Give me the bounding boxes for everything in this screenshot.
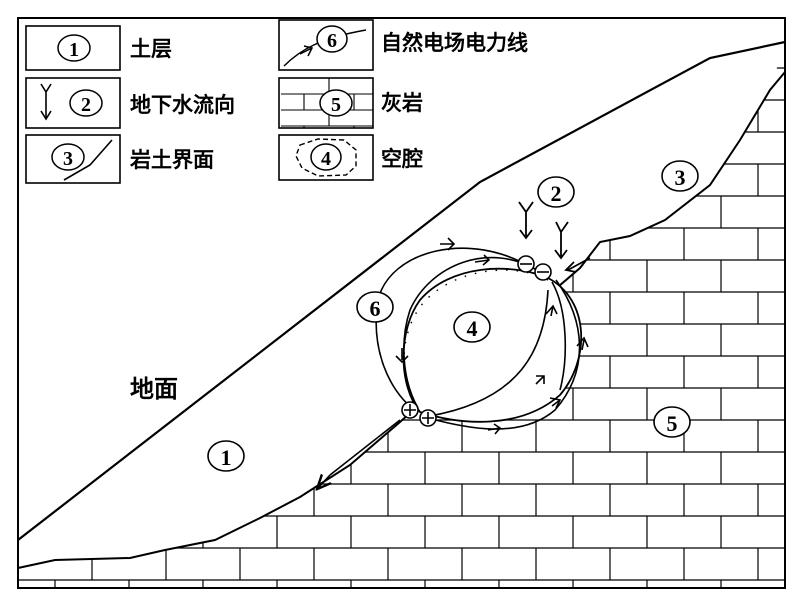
arrow-right-lower [549,397,562,409]
svg-text:6: 6 [370,296,381,321]
water-arrow-right [554,221,569,260]
svg-text:5: 5 [331,94,341,116]
diagram-frame [17,17,786,589]
legend-marker-interface [51,143,85,171]
water-flow-arrowhead [564,261,577,273]
water-flow-to-cavity [567,257,591,271]
marker-soil [207,440,245,472]
limestone-brick-pattern [18,42,785,588]
legend-label-water: 地下水流向 [130,93,235,117]
arrow-bottom [487,423,502,435]
water-arrow-left [518,201,534,240]
ground-label: 地面 [130,375,178,403]
marker-field [356,291,394,323]
legend-marker-limestone [319,89,353,117]
svg-text:5: 5 [667,411,678,436]
legend-label-soil: 土层 [130,37,172,61]
marker-limestone [653,406,691,438]
field-line-downslope-arrow [318,475,330,488]
field-line-downslope [329,419,401,476]
diagram-markers: 1 2 3 4 5 6 [207,160,699,472]
arrow-inner-top [474,254,491,266]
svg-text:1: 1 [221,445,232,470]
field-line-right-upper [551,281,566,391]
legend-water-arrow-icon [40,83,52,121]
legend-marker-soil [57,34,91,62]
legend-marker-cavity [310,143,342,171]
marker-cavity [453,311,491,343]
arrow-outer-top [440,237,456,251]
legend-interface-line-icon [63,139,113,181]
marker-water [537,176,575,208]
legend-label-field: 自然电场电力线 [381,31,528,55]
legend-label-cavity: 空腔 [381,147,423,171]
svg-text:4: 4 [321,148,331,170]
svg-text:6: 6 [327,30,337,52]
field-line-arrows [371,237,589,435]
svg-text:4: 4 [467,316,478,341]
legend-marker-water [69,89,103,117]
field-line-middle [429,289,549,417]
svg-text:2: 2 [81,94,91,116]
arrow-right-upper [545,304,558,317]
legend-label-interface: 岩土界面 [129,148,214,172]
charge-symbols [401,255,552,427]
svg-text:3: 3 [63,148,73,170]
marker-interface [661,160,699,192]
svg-text:1: 1 [69,39,79,61]
field-line-right-outer [427,279,581,430]
ground-surface-line [17,40,786,541]
svg-text:3: 3 [675,165,686,190]
arrow-inner-left [395,348,409,364]
field-line-inner-left [403,256,541,409]
arrow-middle [535,375,545,385]
arrow-right-outer [576,336,589,351]
legend-marker-field [316,25,348,53]
svg-text:2: 2 [551,181,562,206]
legend: 1 2 3 6 5 4 土层 地下水流向 岩土界面 自然电场电力线 灰岩 空腔 [25,19,528,184]
legend-field-line-icon [283,29,367,67]
electric-field-lines [318,247,581,488]
legend-label-limestone: 灰岩 [381,91,423,115]
groundwater-arrows [518,201,591,273]
